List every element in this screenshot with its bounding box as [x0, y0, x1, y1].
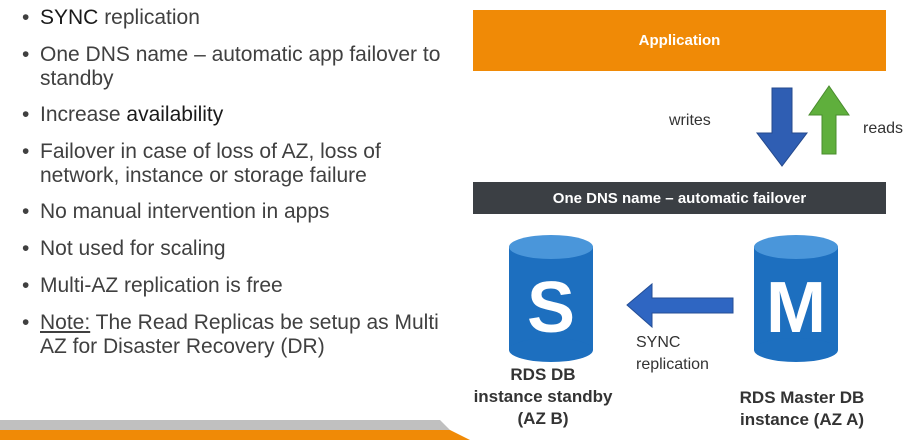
- bullet-dot: •: [22, 6, 30, 29]
- bullet-text: Increase: [40, 103, 127, 126]
- dns-bar: One DNS name – automatic failover: [473, 182, 886, 214]
- standby-caption-line: RDS DB: [510, 365, 576, 384]
- standby-caption: RDS DB instance standby (AZ B): [468, 364, 618, 430]
- bullet-dot: •: [22, 140, 30, 163]
- write-arrow-icon: [755, 87, 809, 167]
- application-box: Application: [473, 10, 886, 71]
- bullet-text: No manual intervention in apps: [40, 200, 330, 223]
- bullet-text: Not used for scaling: [40, 237, 226, 260]
- bullet-strong: SYNC: [40, 6, 99, 29]
- bullet-text: Failover in case of loss of AZ, loss of …: [40, 140, 381, 187]
- sync-label-1: SYNC: [636, 334, 681, 351]
- standby-caption-line: (AZ B): [517, 409, 569, 428]
- sync-label-2: replication: [636, 356, 709, 373]
- bullet-text: replication: [98, 6, 200, 29]
- bullet-dot: •: [22, 43, 30, 66]
- bullet-item: • Not used for scaling: [22, 237, 442, 261]
- writes-label: writes: [669, 112, 711, 129]
- bullet-item: • One DNS name – automatic app failover …: [22, 43, 442, 91]
- master-caption-line: RDS Master DB: [739, 388, 865, 407]
- bullet-text: One DNS name – automatic app failover to…: [40, 43, 441, 90]
- bullet-text: Multi-AZ replication is free: [40, 274, 283, 297]
- read-arrow-icon: [808, 85, 850, 155]
- bullet-item: • Note: The Read Replicas be setup as Mu…: [22, 311, 442, 359]
- master-caption: RDS Master DB instance (AZ A): [727, 387, 877, 431]
- bullet-dot: •: [22, 237, 30, 260]
- decorative-stripe: [0, 420, 470, 440]
- bullet-dot: •: [22, 200, 30, 223]
- application-label: Application: [638, 32, 721, 49]
- standby-letter: S: [527, 268, 575, 348]
- bullet-item: • Multi-AZ replication is free: [22, 274, 442, 298]
- bullet-dot: •: [22, 274, 30, 297]
- master-db-icon: M: [754, 235, 838, 362]
- bullet-dot: •: [22, 103, 30, 126]
- bullet-item: • SYNC replication: [22, 6, 442, 30]
- bullet-item: • Increase availability: [22, 103, 442, 127]
- reads-label: reads: [863, 120, 904, 137]
- bullet-item: • No manual intervention in apps: [22, 200, 442, 224]
- bullet-strong: availability: [126, 103, 224, 126]
- bullet-dot: •: [22, 311, 30, 334]
- standby-caption-line: instance standby: [473, 387, 613, 406]
- bullet-text: The Read Replicas be setup as Multi AZ f…: [40, 311, 439, 358]
- bullet-note-label: Note:: [40, 311, 91, 334]
- bullet-list: • SYNC replication • One DNS name – auto…: [22, 6, 442, 371]
- master-caption-line: instance (AZ A): [739, 410, 865, 429]
- standby-db-icon: S: [509, 235, 593, 362]
- sync-arrow-icon: [626, 282, 734, 329]
- dns-label: One DNS name – automatic failover: [552, 189, 807, 207]
- master-letter: M: [766, 268, 826, 348]
- bullet-item: • Failover in case of loss of AZ, loss o…: [22, 140, 442, 188]
